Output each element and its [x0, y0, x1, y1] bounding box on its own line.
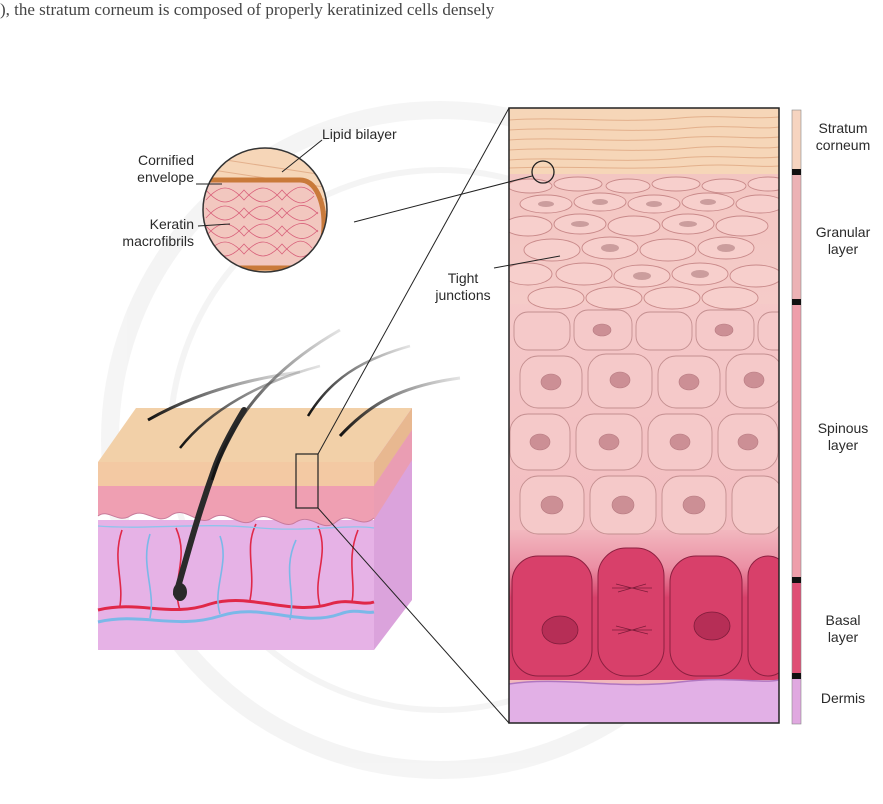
scale-segment-2 — [792, 302, 801, 580]
scale-divider-3 — [792, 673, 801, 679]
stratum-corneum-band — [509, 108, 779, 174]
scale-segment-0 — [792, 110, 801, 172]
label-dermis: Dermis — [804, 690, 882, 707]
label-lipid-bilayer: Lipid bilayer — [322, 126, 397, 143]
magnified-circle — [200, 148, 330, 272]
scale-divider-1 — [792, 299, 801, 305]
skin-block — [98, 330, 460, 650]
scale-segment-4 — [792, 676, 801, 724]
skin-block-top — [98, 408, 412, 462]
layer-scale-bar — [792, 110, 801, 724]
scale-segment-3 — [792, 580, 801, 676]
scale-divider-0 — [792, 169, 801, 175]
skin-block-dermis — [98, 520, 374, 650]
scale-segment-1 — [792, 172, 801, 302]
epidermis-panel — [504, 108, 798, 723]
scale-divider-2 — [792, 577, 801, 583]
